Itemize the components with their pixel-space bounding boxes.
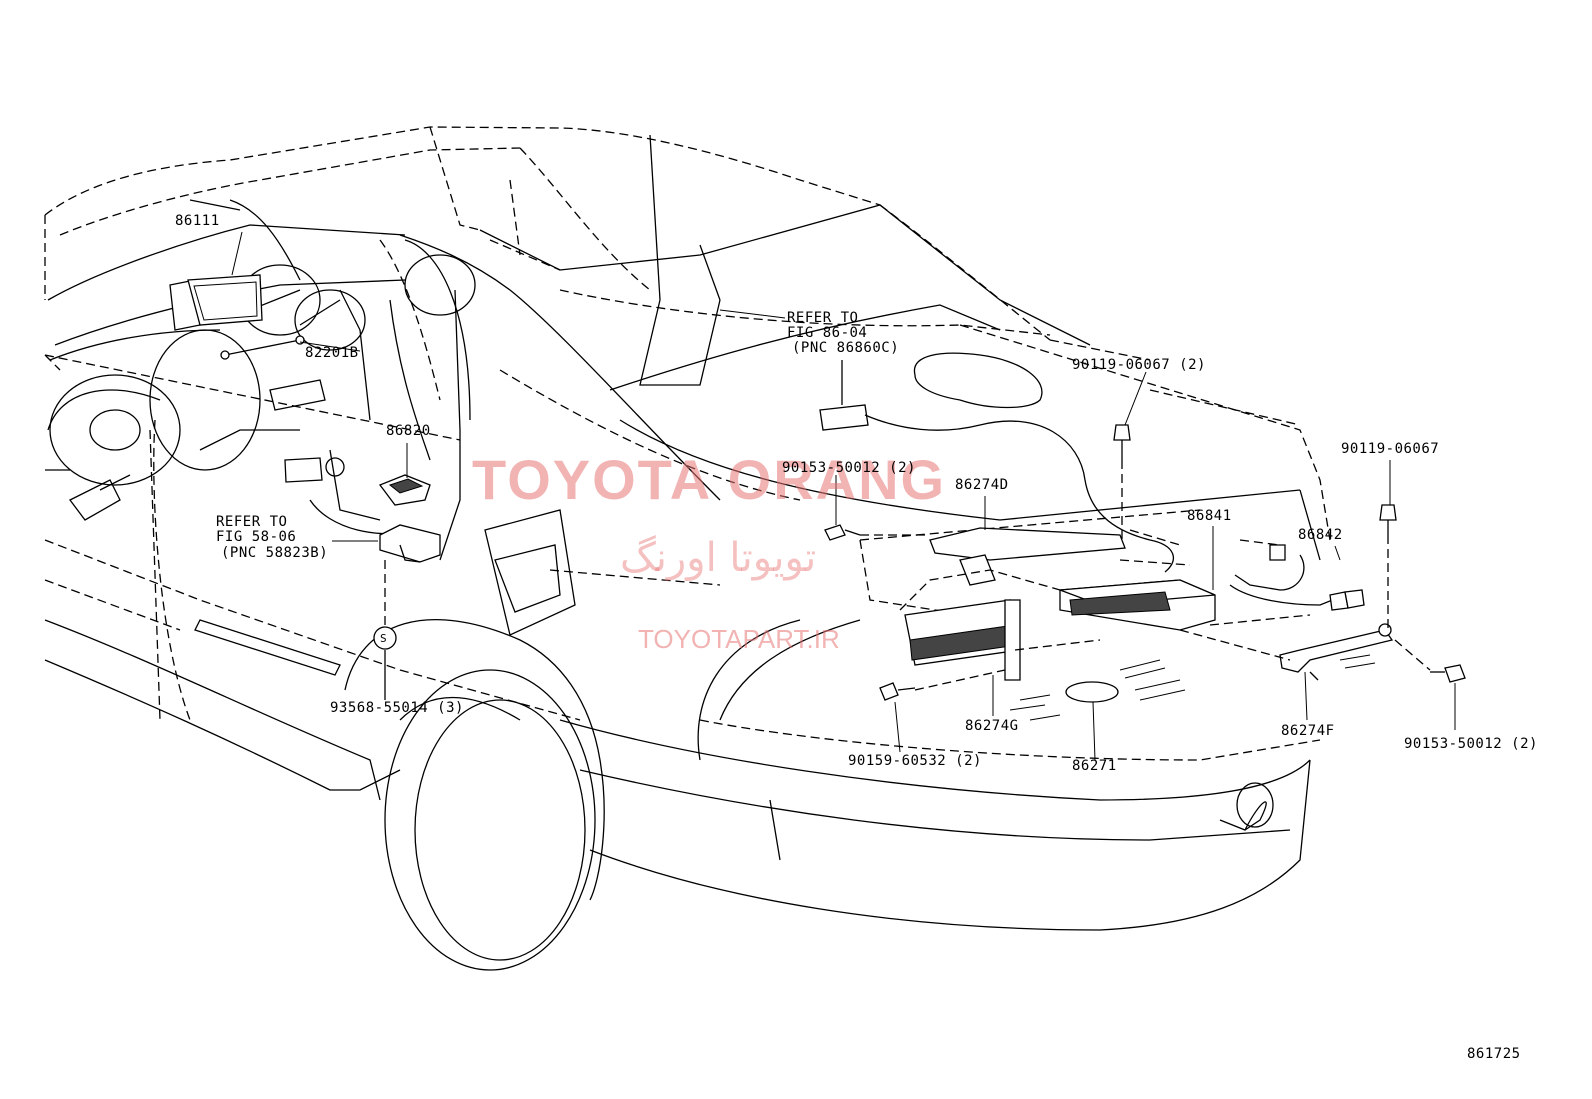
callout-90159-60532: 90159-60532 (2) [848, 753, 982, 769]
refer-fig-86-04-line2: FIG 86-04 [787, 325, 868, 341]
callout-90153-50012-right: 90153-50012 (2) [1404, 736, 1538, 752]
callout-90153-50012-left: 90153-50012 (2) [782, 460, 916, 476]
circle-s-marker: S [380, 632, 388, 645]
refer-fig-86-04-line1: REFER TO [787, 310, 859, 326]
refer-fig-58-06-line1: REFER TO [216, 514, 288, 530]
refer-fig-58-06-line2: FIG 58-06 [216, 529, 297, 545]
callout-86820: 86820 [386, 423, 431, 439]
watermark-persian: تویوتا اورنگ [620, 535, 817, 581]
watermark-brand: TOYOTA ORANG [472, 448, 947, 511]
refer-fig-58-06-line3: (PNC 58823B) [221, 545, 329, 561]
callout-90119-06067-qty2: 90119-06067 (2) [1072, 357, 1206, 373]
callout-82201b: 82201B [305, 345, 359, 361]
callout-86274g: 86274G [965, 718, 1019, 734]
callout-86274f: 86274F [1281, 723, 1335, 739]
watermark-url: TOYOTAPART.IR [638, 624, 840, 654]
callout-86841: 86841 [1187, 508, 1232, 524]
callout-86274d: 86274D [955, 477, 1009, 493]
refer-fig-86-04-line3: (PNC 86860C) [792, 340, 900, 356]
figure-number: 861725 [1467, 1046, 1521, 1062]
callout-86271: 86271 [1072, 758, 1117, 774]
callout-90119-06067: 90119-06067 [1341, 441, 1440, 457]
callout-93568-55014: 93568-55014 (3) [330, 700, 464, 716]
callout-86842: 86842 [1298, 527, 1343, 543]
callout-86111: 86111 [175, 213, 220, 229]
